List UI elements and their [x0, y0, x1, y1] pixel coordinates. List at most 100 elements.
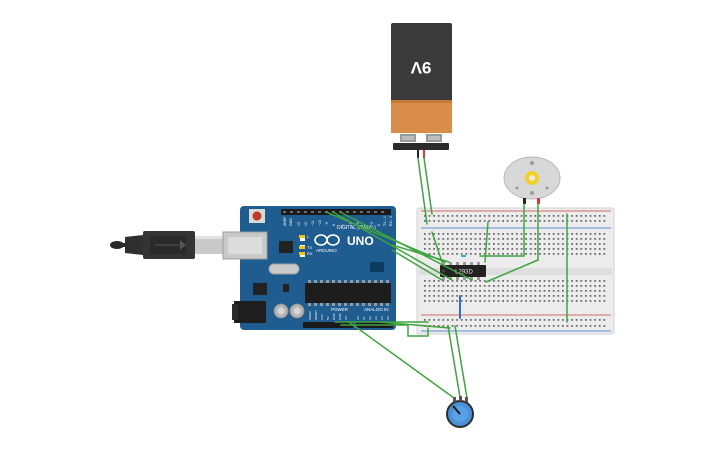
breadboard-hole[interactable]: [451, 319, 454, 321]
breadboard-hole[interactable]: [543, 290, 546, 292]
breadboard-hole[interactable]: [594, 290, 596, 292]
breadboard-hole[interactable]: [447, 280, 449, 282]
breadboard-hole[interactable]: [493, 295, 495, 297]
breadboard-hole[interactable]: [603, 319, 606, 321]
breadboard-hole[interactable]: [497, 300, 500, 302]
potentiometer[interactable]: [446, 396, 474, 428]
wire-d9-to-chip[interactable]: [332, 211, 453, 281]
breadboard-hole[interactable]: [525, 285, 527, 287]
breadboard-hole[interactable]: [447, 220, 449, 222]
breadboard-hole[interactable]: [598, 233, 601, 235]
breadboard-hole[interactable]: [589, 253, 592, 255]
breadboard-hole[interactable]: [534, 290, 537, 292]
breadboard-hole[interactable]: [552, 233, 555, 235]
breadboard-hole[interactable]: [433, 290, 435, 292]
breadboard-hole[interactable]: [502, 220, 504, 222]
breadboard-hole[interactable]: [451, 300, 454, 302]
breadboard-hole[interactable]: [552, 248, 555, 250]
breadboard-hole[interactable]: [575, 325, 578, 327]
breadboard-hole[interactable]: [580, 325, 583, 327]
breadboard-hole[interactable]: [589, 300, 592, 302]
breadboard-hole[interactable]: [497, 285, 500, 287]
breadboard-hole[interactable]: [424, 233, 426, 235]
breadboard-hole[interactable]: [603, 290, 606, 292]
breadboard-hole[interactable]: [575, 243, 578, 245]
breadboard-hole[interactable]: [594, 295, 596, 297]
breadboard-hole[interactable]: [470, 243, 472, 245]
breadboard-hole[interactable]: [511, 319, 514, 321]
breadboard-hole[interactable]: [562, 243, 564, 245]
breadboard-hole[interactable]: [456, 290, 458, 292]
breadboard-hole[interactable]: [456, 295, 458, 297]
breadboard-hole[interactable]: [580, 233, 583, 235]
wire-d10-to-chip[interactable]: [325, 211, 446, 263]
breadboard-hole[interactable]: [497, 248, 500, 250]
breadboard-hole[interactable]: [437, 220, 440, 222]
breadboard-hole[interactable]: [562, 238, 564, 240]
breadboard-hole[interactable]: [539, 233, 541, 235]
breadboard-hole[interactable]: [520, 238, 523, 240]
breadboard-hole[interactable]: [557, 295, 560, 297]
breadboard-hole[interactable]: [552, 285, 555, 287]
breadboard-hole[interactable]: [433, 233, 435, 235]
breadboard-hole[interactable]: [479, 319, 481, 321]
breadboard-hole[interactable]: [442, 300, 445, 302]
breadboard-hole[interactable]: [539, 325, 541, 327]
breadboard-hole[interactable]: [433, 243, 435, 245]
breadboard-hole[interactable]: [552, 280, 555, 282]
breadboard-hole[interactable]: [442, 253, 445, 255]
breadboard-hole[interactable]: [470, 215, 472, 217]
breadboard-hole[interactable]: [460, 295, 463, 297]
breadboard-hole[interactable]: [580, 248, 583, 250]
breadboard-hole[interactable]: [511, 243, 514, 245]
breadboard-hole[interactable]: [428, 243, 431, 245]
breadboard-hole[interactable]: [460, 290, 463, 292]
breadboard-hole[interactable]: [479, 295, 481, 297]
breadboard-hole[interactable]: [539, 300, 541, 302]
breadboard-hole[interactable]: [460, 280, 463, 282]
breadboard-hole[interactable]: [447, 238, 449, 240]
breadboard-hole[interactable]: [483, 253, 486, 255]
breadboard-hole[interactable]: [442, 248, 445, 250]
breadboard-hole[interactable]: [483, 220, 486, 222]
breadboard-hole[interactable]: [460, 285, 463, 287]
breadboard-hole[interactable]: [525, 295, 527, 297]
breadboard-hole[interactable]: [442, 233, 445, 235]
breadboard-hole[interactable]: [548, 238, 550, 240]
wires[interactable]: [325, 157, 568, 399]
breadboard-hole[interactable]: [483, 319, 486, 321]
breadboard-hole[interactable]: [603, 248, 606, 250]
breadboard-hole[interactable]: [506, 233, 509, 235]
breadboard-hole[interactable]: [516, 215, 518, 217]
breadboard-hole[interactable]: [483, 243, 486, 245]
breadboard-hole[interactable]: [525, 300, 527, 302]
breadboard-hole[interactable]: [575, 248, 578, 250]
breadboard-hole[interactable]: [520, 295, 523, 297]
breadboard-hole[interactable]: [525, 238, 527, 240]
breadboard-hole[interactable]: [447, 243, 449, 245]
breadboard-hole[interactable]: [442, 295, 445, 297]
breadboard-hole[interactable]: [511, 325, 514, 327]
breadboard-hole[interactable]: [575, 238, 578, 240]
breadboard-hole[interactable]: [447, 285, 449, 287]
breadboard-hole[interactable]: [502, 325, 504, 327]
breadboard-hole[interactable]: [456, 300, 458, 302]
breadboard-hole[interactable]: [465, 253, 468, 255]
breadboard-hole[interactable]: [548, 243, 550, 245]
breadboard-hole[interactable]: [460, 238, 463, 240]
breadboard-hole[interactable]: [428, 253, 431, 255]
breadboard-hole[interactable]: [442, 238, 445, 240]
breadboard-hole[interactable]: [539, 290, 541, 292]
breadboard-hole[interactable]: [493, 290, 495, 292]
dc-power-jack[interactable]: [234, 301, 266, 323]
breadboard-hole[interactable]: [437, 319, 440, 321]
breadboard-hole[interactable]: [497, 233, 500, 235]
breadboard-hole[interactable]: [562, 295, 564, 297]
wire-analog-to-rail[interactable]: [379, 321, 451, 329]
breadboard-hole[interactable]: [447, 295, 449, 297]
breadboard-hole[interactable]: [580, 280, 583, 282]
l293d-chip[interactable]: L293D: [440, 262, 486, 280]
breadboard-hole[interactable]: [594, 238, 596, 240]
breadboard-hole[interactable]: [539, 319, 541, 321]
breadboard-hole[interactable]: [447, 253, 449, 255]
